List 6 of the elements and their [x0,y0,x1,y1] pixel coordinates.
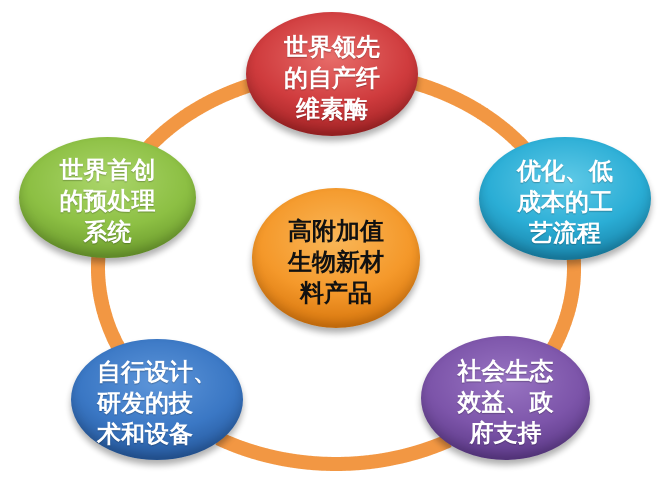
node-label: 社会生态效益、政府支持 [456,356,554,448]
node-label: 世界首创的预处理系统 [58,155,156,248]
node-label: 高附加值生物新材料产品 [286,216,385,308]
node-label: 世界领先的自产纤维素酶 [282,32,381,124]
node-label: 优化、低成本的工艺流程 [515,156,614,249]
node-label: 自行设计、研发的技术和设备 [97,357,217,450]
